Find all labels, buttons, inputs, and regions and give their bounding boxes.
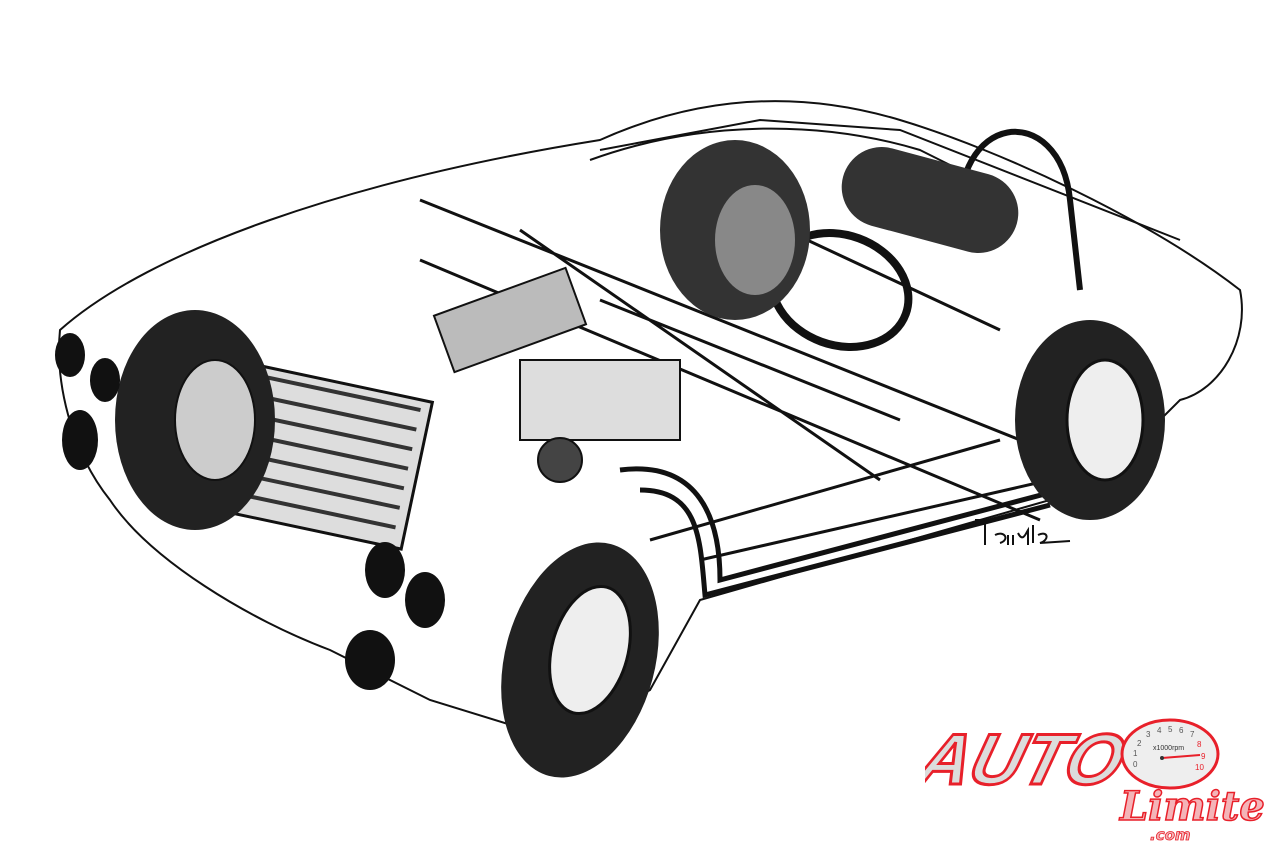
wheel-rear-left xyxy=(660,140,810,320)
svg-text:4: 4 xyxy=(1157,726,1162,735)
headlights xyxy=(55,333,445,690)
svg-text:1: 1 xyxy=(1133,749,1138,758)
engine-block xyxy=(432,266,681,483)
svg-text:10: 10 xyxy=(1195,763,1204,772)
svg-text:.com: .com xyxy=(1150,826,1191,844)
svg-text:AUTO: AUTO xyxy=(925,719,1134,800)
svg-text:x1000rpm: x1000rpm xyxy=(1153,745,1184,752)
svg-text:Limite: Limite xyxy=(1119,783,1265,830)
svg-text:2: 2 xyxy=(1137,739,1142,748)
svg-text:9: 9 xyxy=(1201,752,1206,761)
svg-text:6: 6 xyxy=(1179,726,1184,735)
chassis-frame xyxy=(419,188,1071,562)
wheel-front-right xyxy=(501,542,659,778)
svg-text:5: 5 xyxy=(1168,725,1173,734)
wheel-front-left xyxy=(115,310,275,530)
svg-text:7: 7 xyxy=(1190,730,1195,739)
fuel-tank xyxy=(841,147,1019,253)
wheel-rear-right xyxy=(1015,320,1165,520)
svg-text:8: 8 xyxy=(1197,740,1202,749)
svg-text:0: 0 xyxy=(1133,760,1138,769)
svg-text:3: 3 xyxy=(1146,730,1151,739)
exhaust-pipes xyxy=(619,466,1061,599)
artist-signature xyxy=(975,519,1071,545)
car-body-outline xyxy=(58,100,1243,742)
